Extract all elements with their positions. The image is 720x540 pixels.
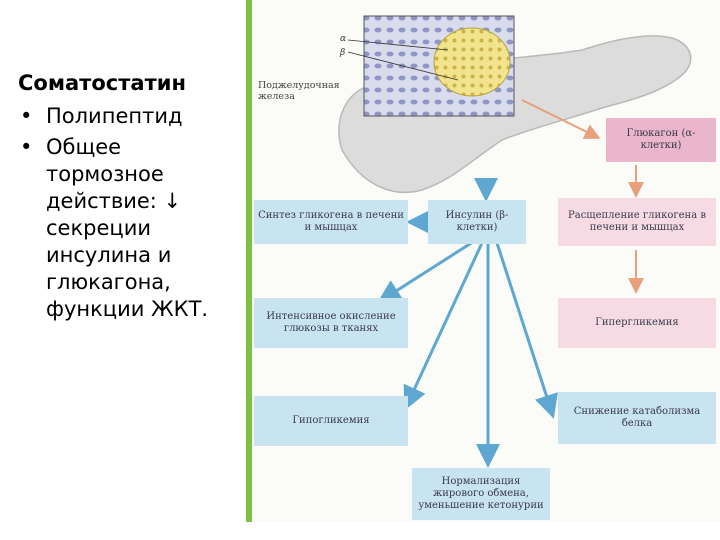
alpha-cell-label: α bbox=[340, 34, 347, 44]
slide-text-panel bbox=[0, 0, 246, 540]
bullet-dot: • bbox=[20, 135, 33, 159]
glucose-oxidation-node: Интенсивное окисление глюкозы в тканях bbox=[254, 298, 408, 348]
glycogenolysis-node: Расщепление гликогена в печени и мышцах bbox=[558, 198, 716, 246]
slide-text: Соматостатин • Полипептид • Общее тормоз… bbox=[18, 70, 243, 327]
islet-of-langerhans bbox=[433, 27, 511, 97]
gland-label: Поджелудочная железа bbox=[258, 80, 340, 102]
glycogen-synthesis-node: Синтез гликогена в печени и мышцах bbox=[254, 200, 408, 244]
hypoglycemia-node: Гипогликемия bbox=[254, 396, 408, 446]
footer-strip bbox=[0, 522, 720, 540]
glucagon-node: Глюкагон (α-клетки) bbox=[606, 118, 716, 162]
bullet-item: • Общее тормозное действие: ↓ секреции и… bbox=[18, 134, 243, 323]
bullet-text: Полипептид bbox=[46, 104, 183, 128]
diagram-graphics bbox=[338, 15, 692, 468]
bullet-text: Общее тормозное действие: ↓ секреции инс… bbox=[46, 135, 209, 321]
bullet-item: • Полипептид bbox=[18, 103, 243, 130]
hyperglycemia-node: Гипергликемия bbox=[558, 298, 716, 348]
beta-cell-label: β bbox=[340, 48, 346, 58]
green-accent-band bbox=[246, 0, 252, 540]
protein-catabolism-node: Снижение катаболизма белка bbox=[558, 392, 716, 444]
fat-metabolism-node: Нормализация жирового обмена, уменьшение… bbox=[412, 468, 550, 520]
insulin-node: Инсулин (β-клетки) bbox=[428, 200, 526, 244]
bullet-dot: • bbox=[20, 104, 33, 128]
slide-title: Соматостатин bbox=[18, 71, 186, 95]
hormone-diagram: Поджелудочная железа α β Глюкагон (α-кле… bbox=[252, 0, 720, 522]
